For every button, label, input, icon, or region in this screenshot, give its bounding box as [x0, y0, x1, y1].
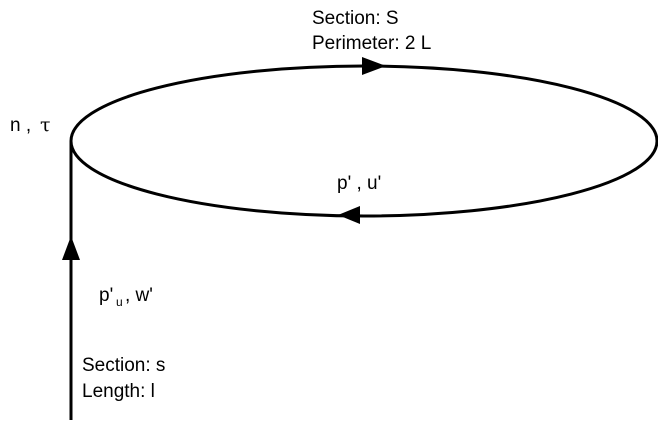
branch-arrow-icon [62, 236, 80, 260]
loop-bottom-arrow-icon [338, 206, 360, 224]
branch-pressure-label: p' [99, 285, 113, 306]
branch-w-label: , w' [125, 285, 153, 306]
loop-section-label: Section: S [312, 8, 399, 29]
branch-length-label: Length: l [82, 381, 155, 402]
junction-tau-label: τ [40, 114, 51, 136]
loop-fields-label: p' , u' [337, 173, 381, 194]
loop-top-arrow-icon [362, 57, 386, 75]
branch-section-label: Section: s [82, 355, 165, 376]
branch-pressure-subscript: u [116, 295, 123, 309]
loop-perimeter-label: Perimeter: 2 L [312, 33, 431, 54]
junction-n-label: n , [10, 115, 31, 136]
